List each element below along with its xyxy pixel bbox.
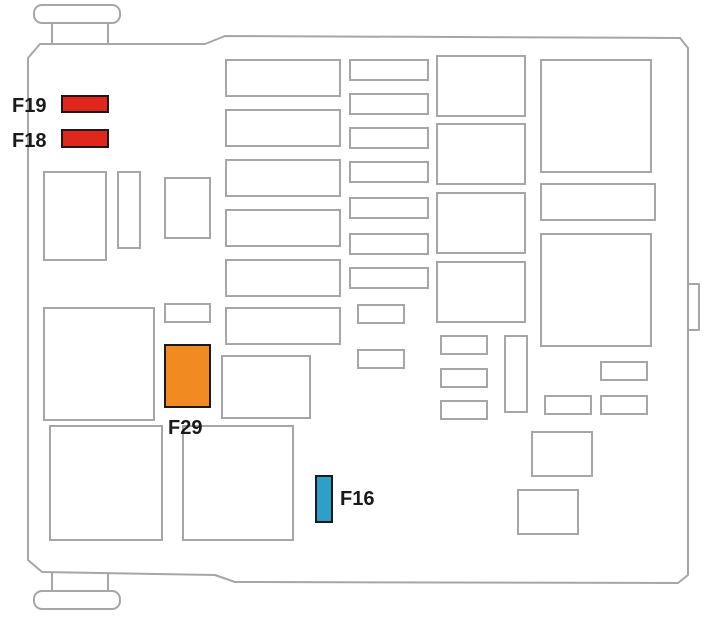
relay-block xyxy=(436,123,526,185)
maxi-fuse-slot xyxy=(225,159,341,197)
small-fuse-slot xyxy=(164,303,211,323)
maxi-fuse-slot xyxy=(225,259,341,297)
relay-block xyxy=(164,177,211,239)
small-fuse-slot xyxy=(357,349,405,369)
relay-block xyxy=(436,261,526,323)
mini-fuse-slot xyxy=(349,267,429,289)
relay-block xyxy=(43,307,155,421)
maxi-fuse-slot xyxy=(225,109,341,147)
top-mounting-tab xyxy=(33,4,121,47)
relay-block xyxy=(540,59,652,173)
mini-fuse-slot xyxy=(349,233,429,255)
relay-block xyxy=(49,425,163,541)
small-fuse-slot xyxy=(440,368,488,388)
fuse-f19-label: F19 xyxy=(12,95,46,117)
fuse-f29[interactable] xyxy=(164,344,211,408)
relay-block xyxy=(117,171,141,249)
fuse-f16-label: F16 xyxy=(340,488,374,510)
fuse-f18-label: F18 xyxy=(12,130,46,152)
mini-fuse-slot xyxy=(349,127,429,149)
small-fuse-slot xyxy=(544,395,592,415)
relay-block xyxy=(43,171,107,261)
fuse-f19[interactable] xyxy=(61,95,109,113)
relay-block xyxy=(221,355,311,419)
mini-fuse-slot xyxy=(349,161,429,183)
maxi-fuse-slot xyxy=(225,209,341,247)
small-fuse-slot xyxy=(600,361,648,381)
relay-block xyxy=(517,489,579,535)
relay-block xyxy=(504,335,528,413)
small-fuse-slot xyxy=(357,304,405,324)
maxi-fuse-slot xyxy=(540,183,656,221)
mini-fuse-slot xyxy=(349,197,429,219)
relay-block xyxy=(436,192,526,254)
small-fuse-slot xyxy=(440,335,488,355)
maxi-fuse-slot xyxy=(225,307,341,345)
fuse-f18[interactable] xyxy=(61,129,109,148)
mini-fuse-slot xyxy=(349,93,429,115)
maxi-fuse-slot xyxy=(225,59,341,97)
fuse-f16[interactable] xyxy=(315,475,333,523)
small-fuse-slot xyxy=(440,400,488,420)
relay-block xyxy=(436,55,526,117)
fuse-f29-label: F29 xyxy=(168,417,202,439)
relay-block xyxy=(182,425,294,541)
mini-fuse-slot xyxy=(349,59,429,81)
bottom-mounting-tab xyxy=(33,567,121,610)
relay-block xyxy=(531,431,593,477)
small-fuse-slot xyxy=(600,395,648,415)
relay-block xyxy=(540,233,652,347)
